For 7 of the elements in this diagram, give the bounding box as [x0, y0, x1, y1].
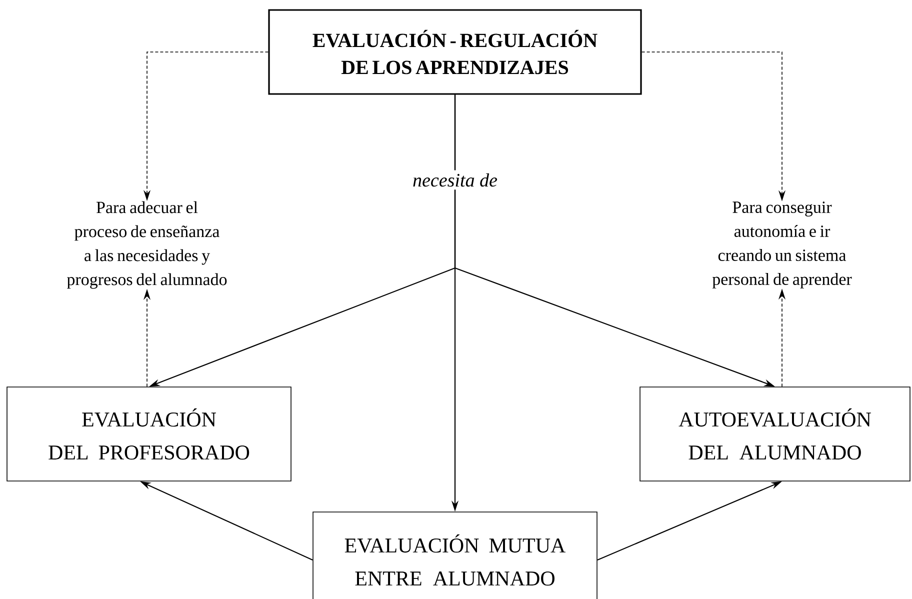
process-box: EVALUACIÓN MUTUA ENTRE ALUMNADO [312, 512, 598, 599]
note-text: Para adecuar el proceso de enseñanza a las necesidades y progresos del alumnado [67, 201, 227, 289]
title-box: EVALUACIÓN - REGULACIÓN DE LOS APRENDIZAJES [268, 9, 642, 95]
note-text: Para conseguir autonomía e ir creando un sistema personal de aprender [712, 202, 852, 288]
edge-label: necesita de [410, 170, 500, 190]
process-box: EVALUACIÓN DEL PROFESORADO [6, 386, 292, 482]
process-box: AUTOEVALUACIÓN DEL ALUMNADO [640, 386, 910, 482]
